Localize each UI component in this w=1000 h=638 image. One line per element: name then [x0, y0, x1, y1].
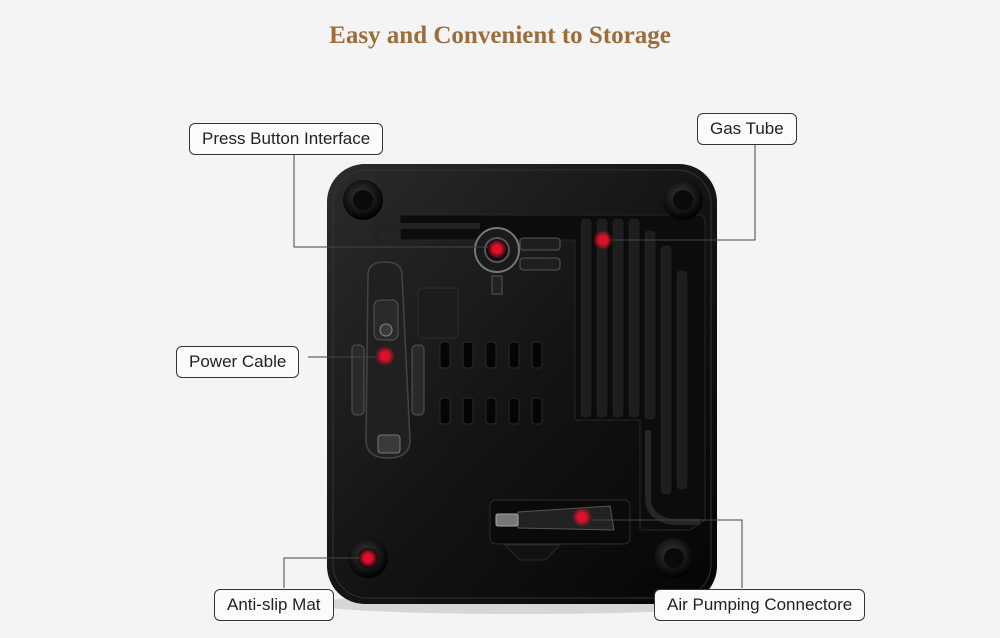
gas-tube-fins: [579, 217, 689, 496]
callout-press-button-interface: Press Button Interface: [189, 123, 384, 155]
leader-lines: [283, 143, 756, 588]
callout-gas-tube: Gas Tube: [697, 113, 797, 145]
callout-air-pumping-connector: Air Pumping Connectore: [654, 589, 866, 621]
page-title: Easy and Convenient to Storage: [329, 22, 671, 49]
air-pumping-connector: [489, 499, 631, 561]
callout-anti-slip-mat: Anti-slip Mat: [214, 589, 334, 621]
vent-slots: [439, 341, 543, 425]
callout-power-cable: Power Cable: [176, 346, 300, 378]
highlight-markers: [358, 230, 613, 568]
